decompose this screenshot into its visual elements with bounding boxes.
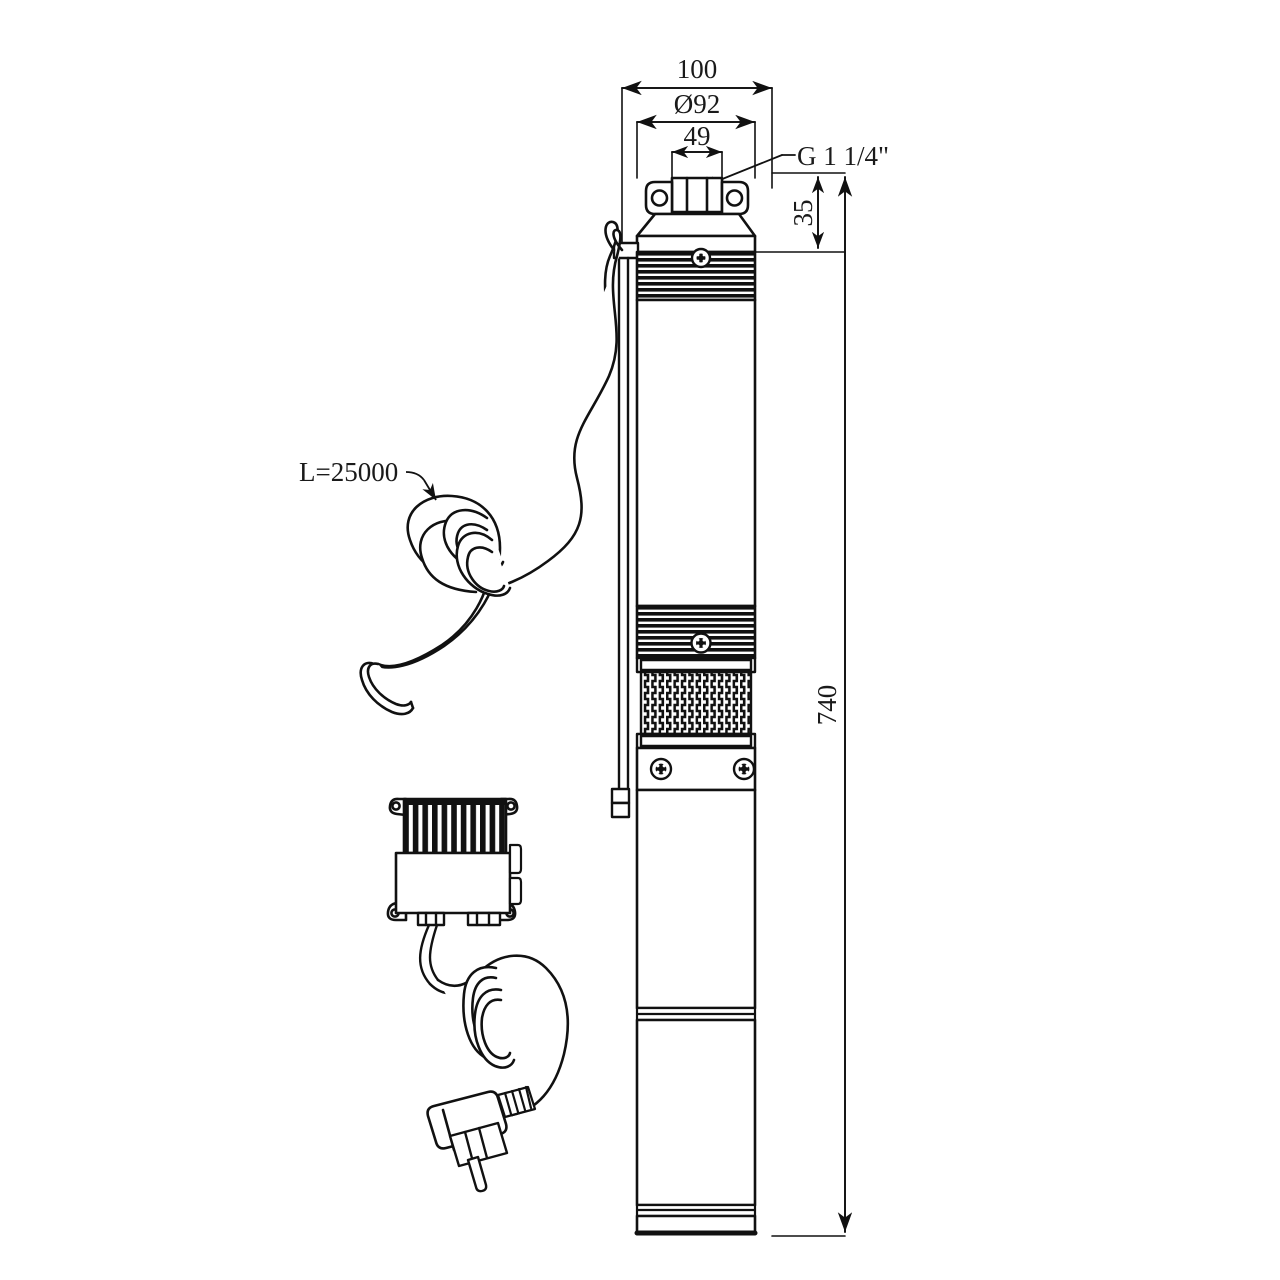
mains-cord-coil xyxy=(428,954,570,1117)
retainer-screw-right xyxy=(732,757,756,781)
dimension-35 xyxy=(754,172,846,253)
dimension-label-49: 49 xyxy=(684,121,711,151)
motor-mid-ring xyxy=(635,1006,757,1022)
screen-lower-ring xyxy=(635,732,757,750)
control-box-cooling-fins xyxy=(402,797,508,855)
control-box-body xyxy=(394,851,512,915)
screen-upper-ring xyxy=(635,656,757,674)
control-box-cable-glands xyxy=(416,911,502,927)
dimension-label-35: 35 xyxy=(788,200,818,227)
threaded-discharge-hex-fitting xyxy=(670,176,724,214)
dimension-label-diameter: Ø92 xyxy=(674,89,721,119)
motor-upper-shell xyxy=(635,788,757,1010)
mounting-lugs-with-holes xyxy=(644,180,750,216)
plug-earth-pin xyxy=(466,1155,488,1193)
head-taper-shoulder xyxy=(635,212,757,238)
upper-band-screw xyxy=(690,247,712,269)
intake-mesh-screen xyxy=(639,670,753,736)
plug-prong-block xyxy=(448,1121,509,1168)
retainer-screw-left xyxy=(649,757,673,781)
lower-band-screw xyxy=(690,632,712,654)
cable-guard-strip xyxy=(610,256,631,819)
dimension-740 xyxy=(771,176,853,1237)
cable-length-label: L=25000 xyxy=(299,457,398,487)
pump-stage-barrel-upper xyxy=(635,298,757,608)
control-box-pump-lead xyxy=(419,923,440,986)
motor-control-box xyxy=(386,797,523,927)
motor-base-ring xyxy=(635,1203,757,1218)
dimension-label-740: 740 xyxy=(812,685,842,726)
motor-lower-shell xyxy=(635,1018,757,1207)
plug-strain-relief xyxy=(496,1085,537,1119)
cable-length-leader xyxy=(405,471,437,501)
dimension-label-100: 100 xyxy=(677,54,718,84)
motor-base-plate xyxy=(634,1214,758,1236)
control-box-side-connectors xyxy=(508,843,523,906)
thread-spec-label: G 1 1/4" xyxy=(797,141,889,171)
dimension-extension-lines xyxy=(621,87,773,253)
schuko-mains-plug xyxy=(426,1085,537,1193)
power-cable-coil xyxy=(359,220,624,716)
